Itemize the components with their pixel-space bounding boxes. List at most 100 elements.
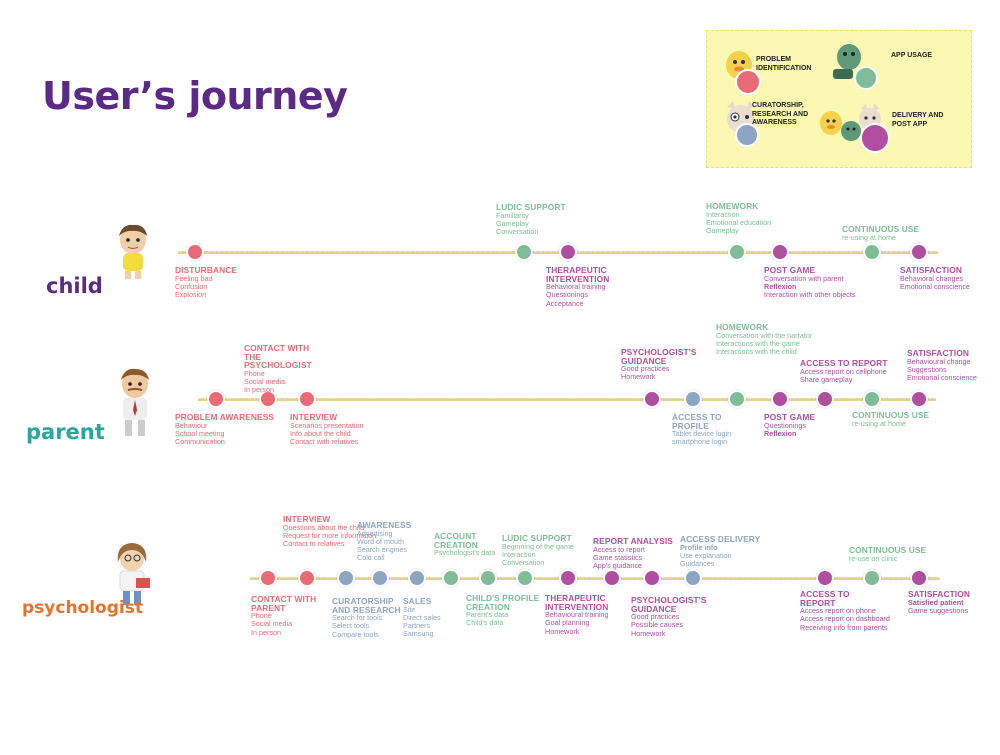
stage-title: SATISFACTION <box>908 589 970 599</box>
stage-detail: Profile info <box>680 542 718 552</box>
stage-title: INTERVIEW <box>290 412 338 422</box>
actor-label-psychologist: psychologist <box>22 598 143 618</box>
parent-stage-dot-access-to-report <box>818 392 832 406</box>
stage-detail: re-use on clinic <box>849 553 898 563</box>
psychologist-stage-dot-sales <box>410 571 424 585</box>
group-characters-icon <box>820 103 881 141</box>
stage-detail: Conversation with parent <box>764 273 844 283</box>
stage-title: CONTINUOUS USE <box>842 224 920 234</box>
psychologist-stage-dot-access-to-report <box>818 571 832 585</box>
stage-detail: Use explanation <box>680 550 732 560</box>
turtle-character-icon <box>833 44 861 79</box>
stage-title: INTERVIEW <box>283 514 331 524</box>
stage-title: SALES <box>403 596 432 606</box>
stage-detail: Satisfied patient <box>908 597 964 607</box>
parent-stage-dot-interview <box>300 392 314 406</box>
child-timeline-track <box>178 251 938 254</box>
legend-curatorship-label: CURATORSHIP, RESEARCH AND AWARENESS <box>752 102 809 126</box>
psychologist-stage-dot-interview <box>300 571 314 585</box>
stage-detail: Explosion <box>175 290 207 299</box>
stage-detail: Access report on dashboard <box>800 614 890 624</box>
stage-detail: Cold call <box>357 553 385 563</box>
stage-detail: Conversation <box>496 227 539 236</box>
stage-title: DISTURBANCE <box>175 265 238 275</box>
stage-title: ACCOUNT CREATION <box>434 531 478 550</box>
stage-detail: Homework <box>631 628 666 638</box>
stage-detail: Interactions with the child <box>716 347 797 356</box>
stage-detail: Feeling bad <box>175 273 213 283</box>
stage-detail: Questionings <box>546 290 588 300</box>
stage-detail: Good practices <box>621 364 670 374</box>
stage-detail: Suggestions <box>907 364 947 374</box>
stage-detail: Tablet device login <box>672 429 732 439</box>
stage-detail: Gameplay <box>496 218 529 228</box>
stage-detail: Reflexion <box>764 281 797 291</box>
stage-detail: Behaviour <box>175 420 208 430</box>
psychologist-stage-dot-child-s-profile-creation <box>481 571 495 585</box>
stage-detail: Confusion <box>175 281 208 291</box>
stage-detail: Request for more information <box>283 530 377 540</box>
stage-detail: Select tools <box>332 621 370 631</box>
actor-label-child: child <box>46 274 103 298</box>
stage-detail: Info about the child <box>290 428 351 438</box>
stage-detail: Communication <box>175 437 225 446</box>
stage-detail: Guidances <box>680 559 715 568</box>
legend-delivery-label: DELIVERY AND POST APP <box>892 112 944 128</box>
stage-detail: Social media <box>251 619 293 629</box>
child-stage-dot-disturbance <box>188 245 202 259</box>
stage-detail: Access report on phone <box>800 606 876 616</box>
child-stage-dot-satisfaction <box>912 245 926 259</box>
stage-detail: Game statistics <box>593 552 643 562</box>
stage-title: THERAPEUTIC INTERVENTION <box>545 593 609 612</box>
stage-detail: Emotional conscience <box>900 281 970 291</box>
stage-title: CONTACT WITH THE PSYCHOLOGIST <box>244 343 312 371</box>
stage-detail: Reflexion <box>764 428 797 438</box>
stage-detail: Phone <box>251 611 272 621</box>
legend: PROBLEM IDENTIFICATION APP USAGE CURATOR… <box>706 30 972 168</box>
stage-detail: Direct sales <box>403 612 441 622</box>
stage-detail: Partners <box>403 621 431 630</box>
stage-title: AWARENESS <box>357 520 412 530</box>
psychologist-stage-dot-satisfaction <box>912 571 926 585</box>
page-title: User’s journey <box>42 74 348 118</box>
stage-title: HOMEWORK <box>706 201 759 211</box>
stage-detail: Access to report <box>593 544 645 554</box>
stage-detail: Behavioural training <box>545 610 609 620</box>
stage-detail: Child's data <box>466 618 504 628</box>
stage-title: PROBLEM AWARENESS <box>175 412 275 422</box>
stage-title: HOMEWORK <box>716 322 769 332</box>
stage-title: CONTINUOUS USE <box>849 545 927 555</box>
stage-detail: Share gameplay <box>800 374 853 384</box>
child-stage-dot-homework <box>730 245 744 259</box>
stage-detail: Conversation <box>502 558 545 567</box>
stage-detail: Interaction <box>706 209 740 219</box>
parent-avatar-icon <box>121 368 149 436</box>
child-stage-dot-therapeutic-intervention <box>561 245 575 259</box>
psychologist-stage-dot-continuous-use <box>865 571 879 585</box>
stage-title: PSYCHOLOGIST'S GUIDANCE <box>631 595 707 614</box>
parent-stage-dot-contact-with-the-psychologist <box>261 392 275 406</box>
stage-title: SATISFACTION <box>907 348 969 358</box>
stage-detail: re-using at home <box>852 418 906 428</box>
stage-title: ACCESS TO REPORT <box>800 358 888 368</box>
legend-app-usage-label: APP USAGE <box>891 52 933 59</box>
stage-title: THERAPEUTIC INTERVENTION <box>546 265 610 284</box>
stage-detail: Search for tools <box>332 613 383 623</box>
stage-title: ACCESS DELIVERY <box>680 534 761 544</box>
legend-green-dot <box>854 66 878 90</box>
actor-label-parent: parent <box>26 420 105 444</box>
psychologist-stage-dot-account-creation <box>444 571 458 585</box>
stage-title: CONTINUOUS USE <box>852 410 930 420</box>
